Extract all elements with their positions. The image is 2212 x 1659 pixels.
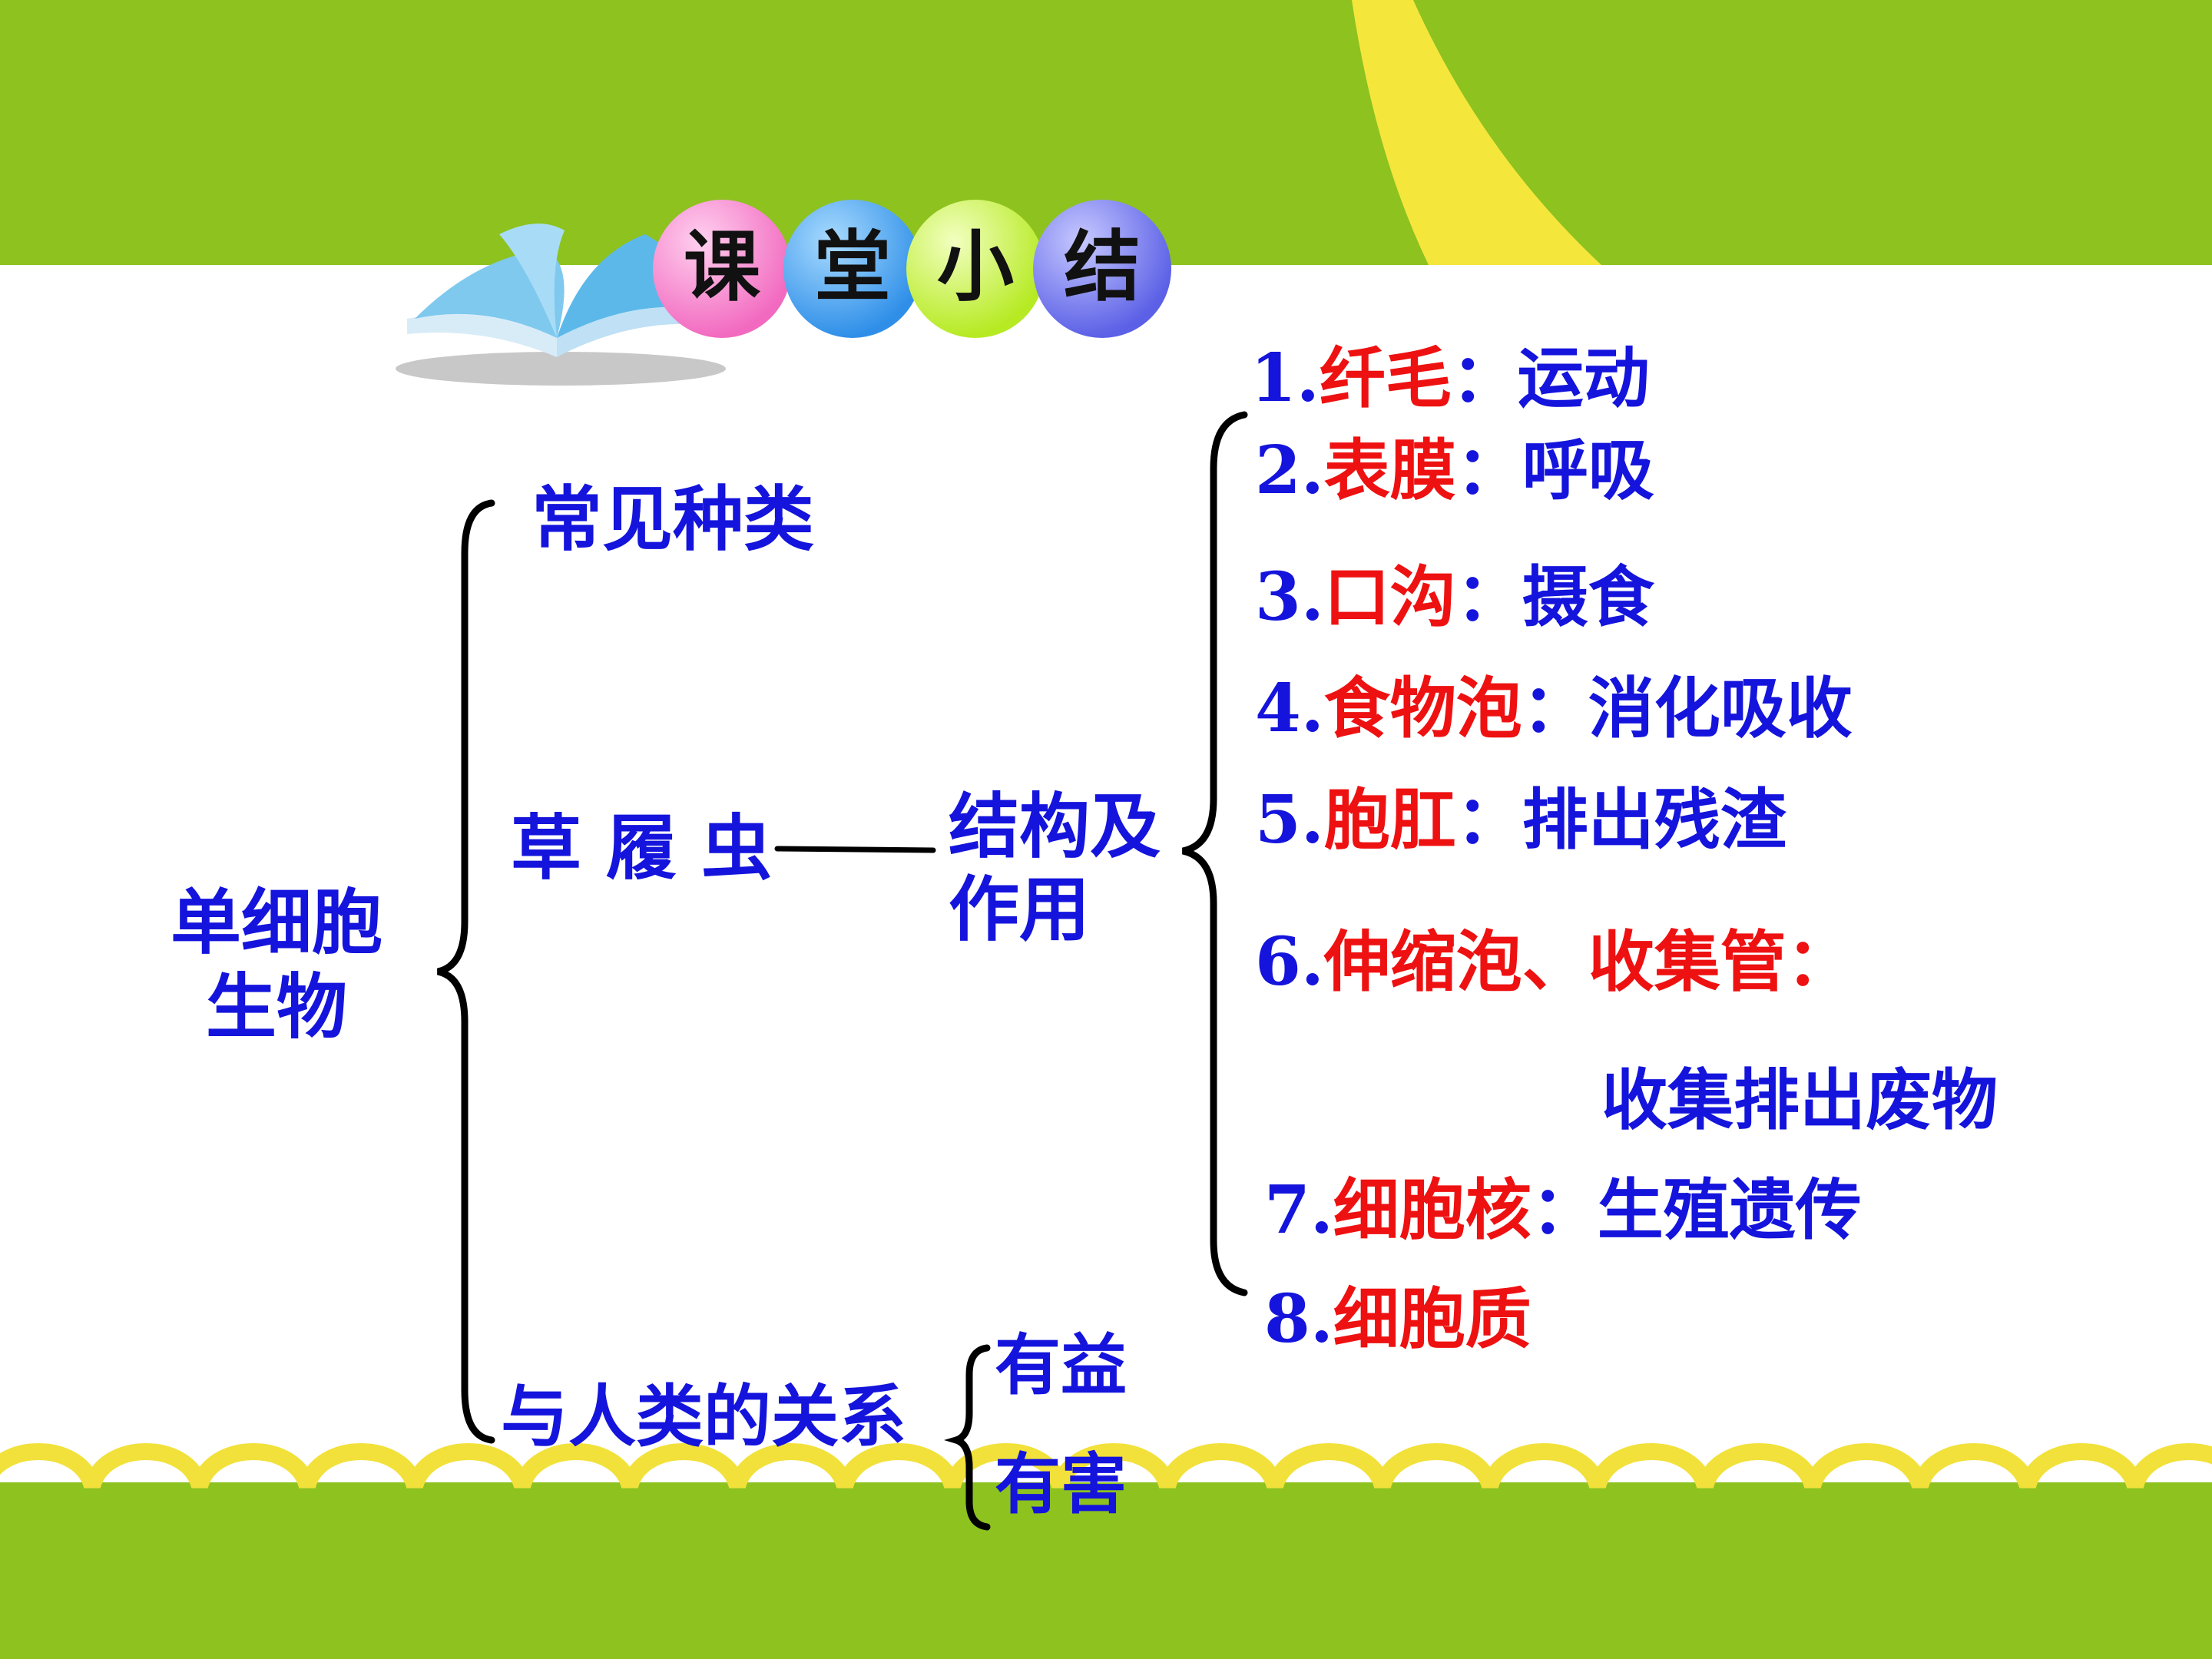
relation-beneficial: 有益	[995, 1326, 1127, 1404]
structure-item: 7.细胞核：生殖遗传	[1264, 1177, 1862, 1243]
title-ball-1	[653, 200, 791, 338]
item-part: 食物泡	[1323, 670, 1522, 747]
item-separator: ：	[1522, 670, 1588, 747]
item-function: 呼吸	[1522, 432, 1654, 509]
item-number: 4.	[1255, 670, 1324, 747]
structure-item: 4.食物泡：消化吸收	[1255, 676, 1853, 742]
item-number: 1.	[1250, 339, 1320, 417]
root-label-line-1: 单细胞	[171, 881, 383, 964]
item-separator: ：	[1786, 923, 1853, 1001]
title-char-3: 小	[937, 222, 1014, 312]
item-function: 消化吸收	[1588, 670, 1853, 747]
item-separator: ：	[1455, 432, 1522, 509]
item-part: 细胞质	[1333, 1280, 1532, 1358]
item-part: 胞肛	[1323, 781, 1456, 859]
item-function: 摄食	[1522, 558, 1654, 636]
yellow-arc-stripe	[1352, 0, 1601, 265]
yellow-wave-border	[0, 1443, 2212, 1489]
structure-item: 8.细胞质	[1264, 1286, 1532, 1353]
title-char-1: 课	[684, 222, 760, 312]
item-number: 5.	[1255, 781, 1324, 859]
branch-common-types: 常见种类	[531, 478, 815, 561]
title-ball-3	[906, 200, 1045, 338]
item-part: 纤毛	[1319, 339, 1452, 417]
item-number: 6.	[1255, 923, 1324, 1001]
root-label-line-2: 生物	[206, 965, 348, 1048]
structure-item: 2.表膜：呼吸	[1255, 438, 1654, 504]
structure-label-line-1: 结构及	[949, 785, 1161, 868]
branch-relation: 与人类的关系	[501, 1376, 907, 1456]
relation-harmful: 有害	[995, 1445, 1127, 1523]
title-ball-2	[783, 200, 922, 338]
item-function: 生殖遗传	[1597, 1171, 1862, 1249]
title-ball-4	[1033, 200, 1171, 338]
root-brace	[436, 499, 495, 1444]
structure-label-line-2: 作用	[949, 868, 1091, 951]
relation-brace	[944, 1344, 991, 1531]
item-number: 8.	[1264, 1280, 1333, 1358]
structure-item-6-function: 收集排出废物	[1601, 1061, 1998, 1139]
item-part: 细胞核	[1333, 1171, 1532, 1249]
item-separator: ：	[1455, 558, 1522, 636]
title-balls	[653, 200, 1171, 338]
item-number: 7.	[1264, 1171, 1333, 1249]
item-part: 口沟	[1323, 558, 1456, 636]
item-function: 排出残渣	[1522, 781, 1786, 859]
structure-brace	[1181, 411, 1248, 1296]
title-char-2: 堂	[814, 222, 891, 312]
item-part: 表膜	[1323, 432, 1456, 509]
structure-item: 5.胞肛：排出残渣	[1255, 787, 1786, 853]
item-separator: ：	[1451, 339, 1518, 417]
bottom-green-band	[0, 1482, 2212, 1659]
item-part: 伸缩泡、收集管	[1323, 923, 1786, 1001]
paramecium-connector	[774, 846, 936, 853]
item-number: 2.	[1255, 432, 1324, 509]
structure-item: 6.伸缩泡、收集管：	[1255, 929, 1853, 995]
structure-item: 1.纤毛：运动	[1250, 346, 1650, 412]
item-number: 3.	[1255, 558, 1324, 636]
item-separator: ：	[1531, 1171, 1598, 1249]
branch-paramecium: 草 履 虫	[511, 806, 773, 889]
item-separator: ：	[1455, 781, 1522, 859]
title-char-4: 结	[1064, 222, 1141, 312]
item-function: 运动	[1517, 339, 1650, 417]
structure-item: 3.口沟：摄食	[1255, 565, 1654, 631]
